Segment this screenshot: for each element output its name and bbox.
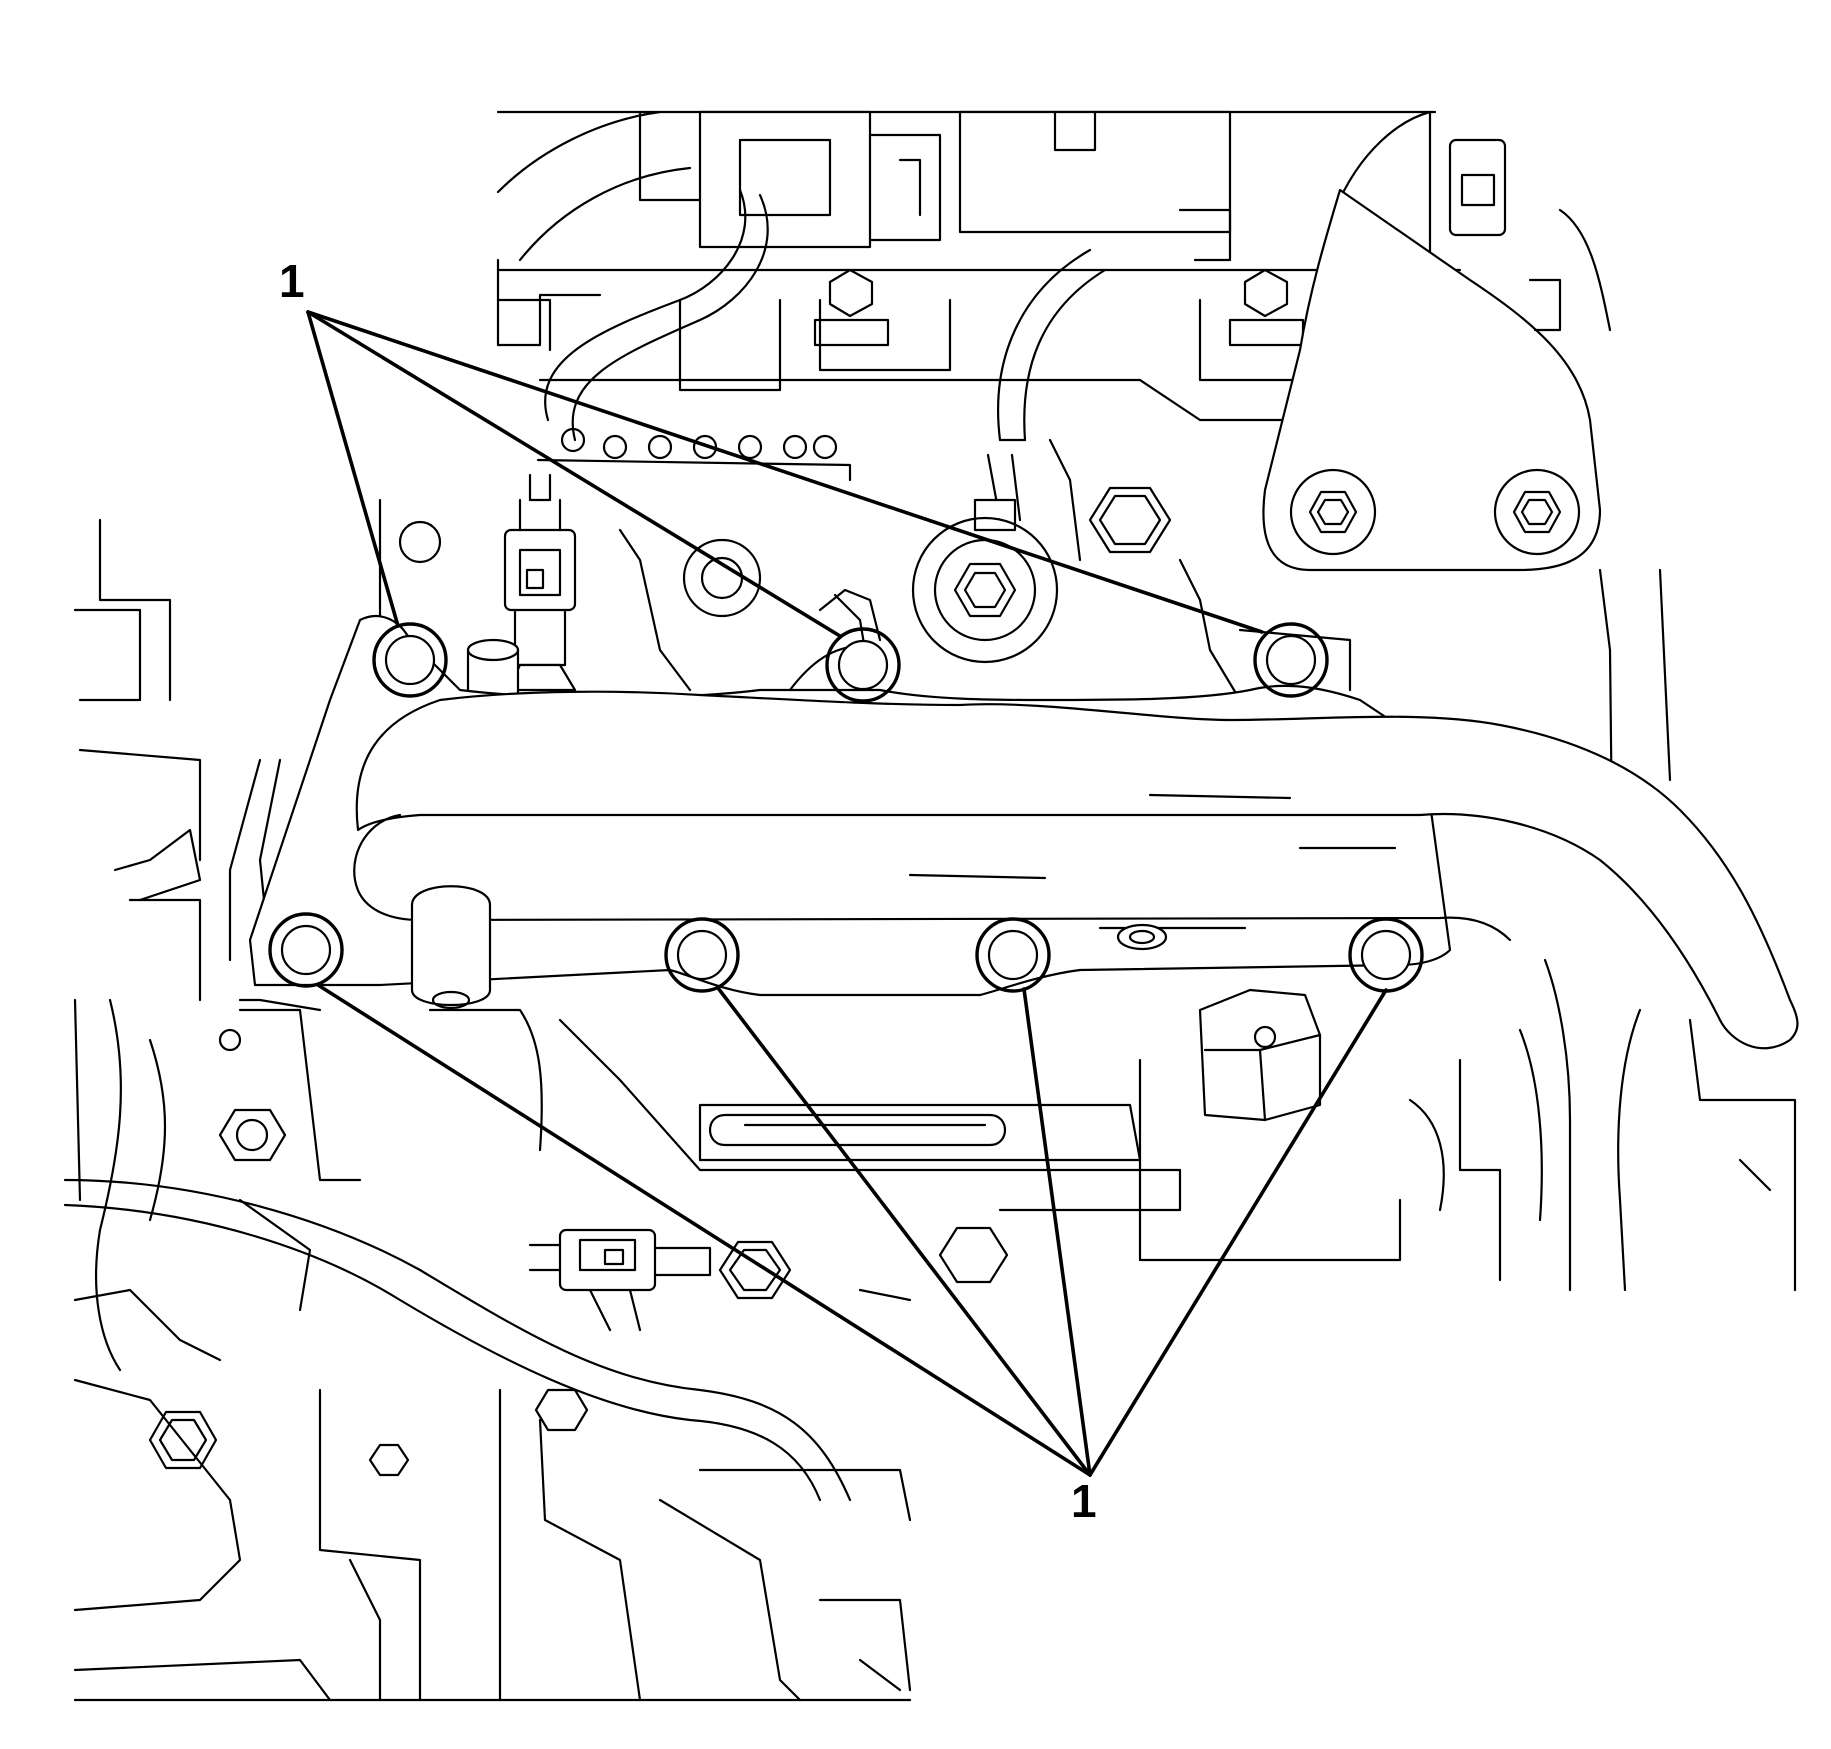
heat-shield-bracket — [1198, 988, 1322, 1122]
callout-leaders-top — [306, 310, 1264, 638]
manifold-fastener-2 — [825, 627, 901, 703]
lower-engine-background — [63, 1178, 1009, 1702]
callout-label-bottom: 1 — [1071, 1475, 1097, 1527]
head-boss-left — [682, 538, 762, 618]
oxygen-sensor-connector-lower — [528, 1228, 712, 1332]
bracket-bolt-left — [1289, 468, 1377, 556]
lower-right-nut — [938, 1226, 1009, 1284]
flange-boss-right — [1116, 923, 1168, 951]
casting-holes-row — [536, 427, 852, 482]
left-lower-bolt — [218, 1028, 287, 1162]
upper-engine-background — [496, 110, 1672, 832]
lower-center-nut — [718, 1240, 792, 1300]
slotted-plate — [698, 1103, 1142, 1162]
manifold-fastener-1 — [372, 622, 448, 698]
oxygen-sensor-connector-upper — [503, 473, 577, 692]
callout-leaders-bottom — [316, 983, 1388, 1477]
manifold-stud-boss — [410, 885, 492, 1010]
callout-label-top: 1 — [279, 255, 305, 307]
manifold-fastener-4 — [268, 912, 344, 988]
valve-cover-bolt — [813, 268, 890, 347]
valve-cover-bolt — [1228, 268, 1305, 347]
head-nut — [1088, 486, 1172, 554]
manifold-fastener-3 — [1253, 622, 1329, 698]
lower-middle-bolt — [368, 1388, 589, 1477]
bracket-bolt-right — [1493, 468, 1581, 556]
manifold-fastener-5 — [664, 917, 740, 993]
manifold-fastener-6 — [975, 917, 1051, 993]
exhaust-manifold — [238, 615, 1799, 1292]
